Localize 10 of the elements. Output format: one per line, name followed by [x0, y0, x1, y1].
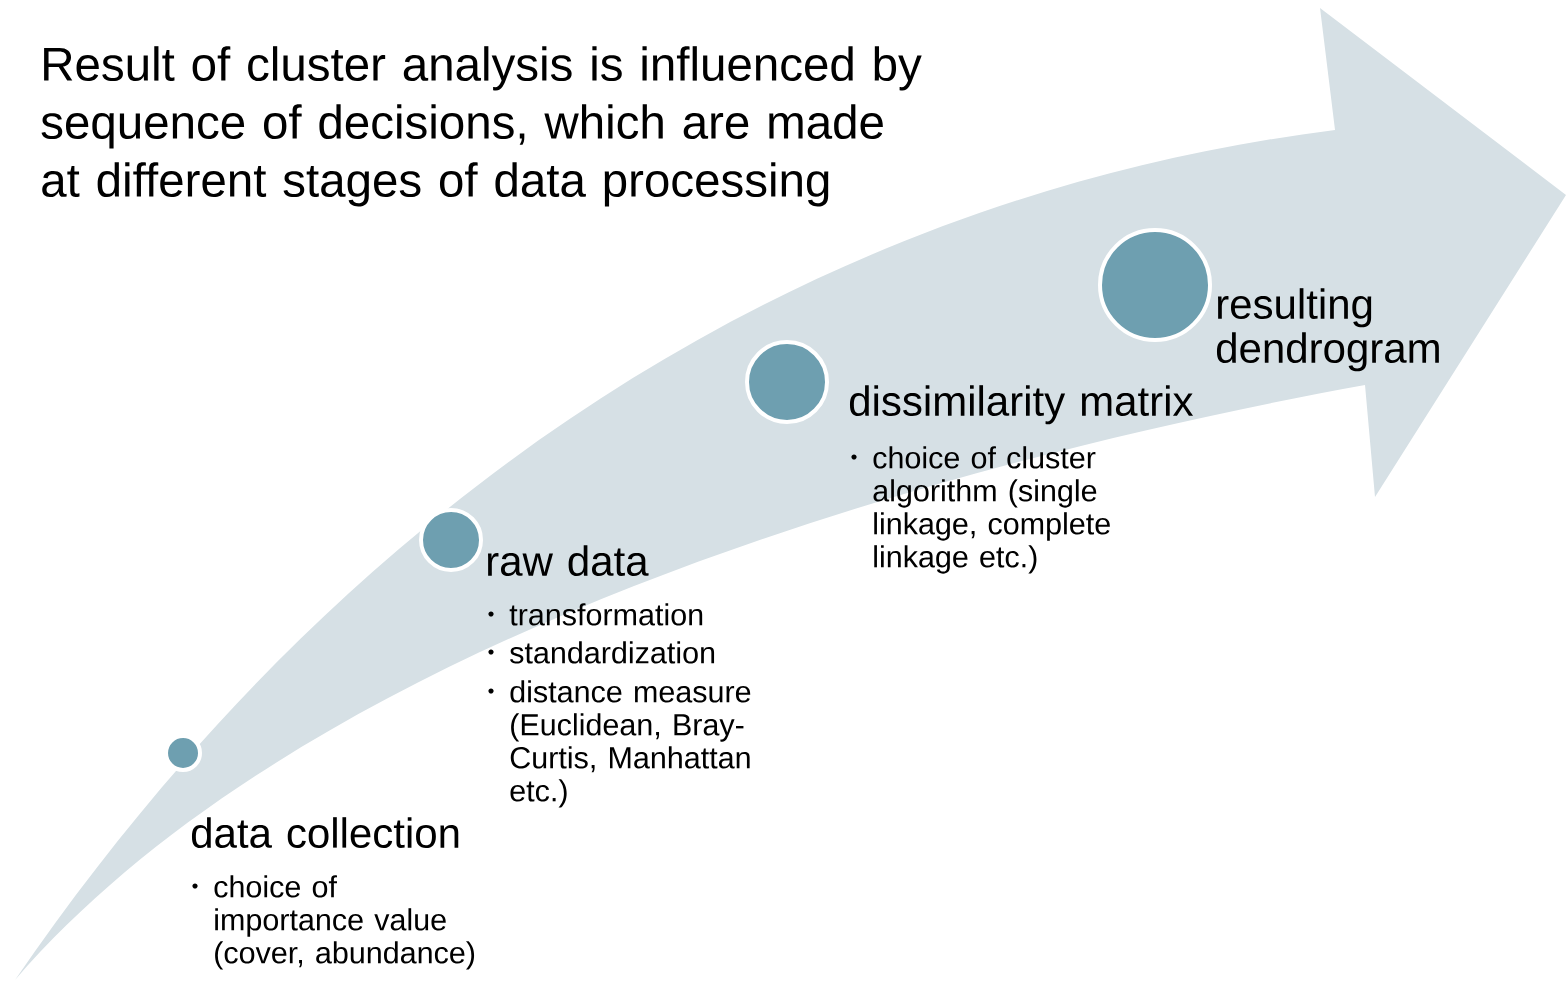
bullet-item: standardization: [488, 641, 715, 664]
bullet-item: choice of importance value (cover, abundance): [192, 875, 475, 970]
stage-heading: resulting dendrogram: [1216, 288, 1439, 372]
bullet-item: choice of cluster algorithm (single linkage, complete linkage etc.): [851, 446, 1110, 574]
stage-heading: data collection: [191, 817, 459, 849]
stage-heading: raw data: [488, 545, 649, 577]
stage-heading: dissimilarity matrix: [849, 385, 1194, 425]
title: Result of cluster analysis is influenced by sequence of decisions, which are made at different stages of data processing: [41, 46, 922, 207]
bullet-item: distance measure (Euclidean, Bray-Curtis, Manhattan etc.): [488, 680, 751, 808]
bullet-item: transformation: [488, 603, 703, 626]
